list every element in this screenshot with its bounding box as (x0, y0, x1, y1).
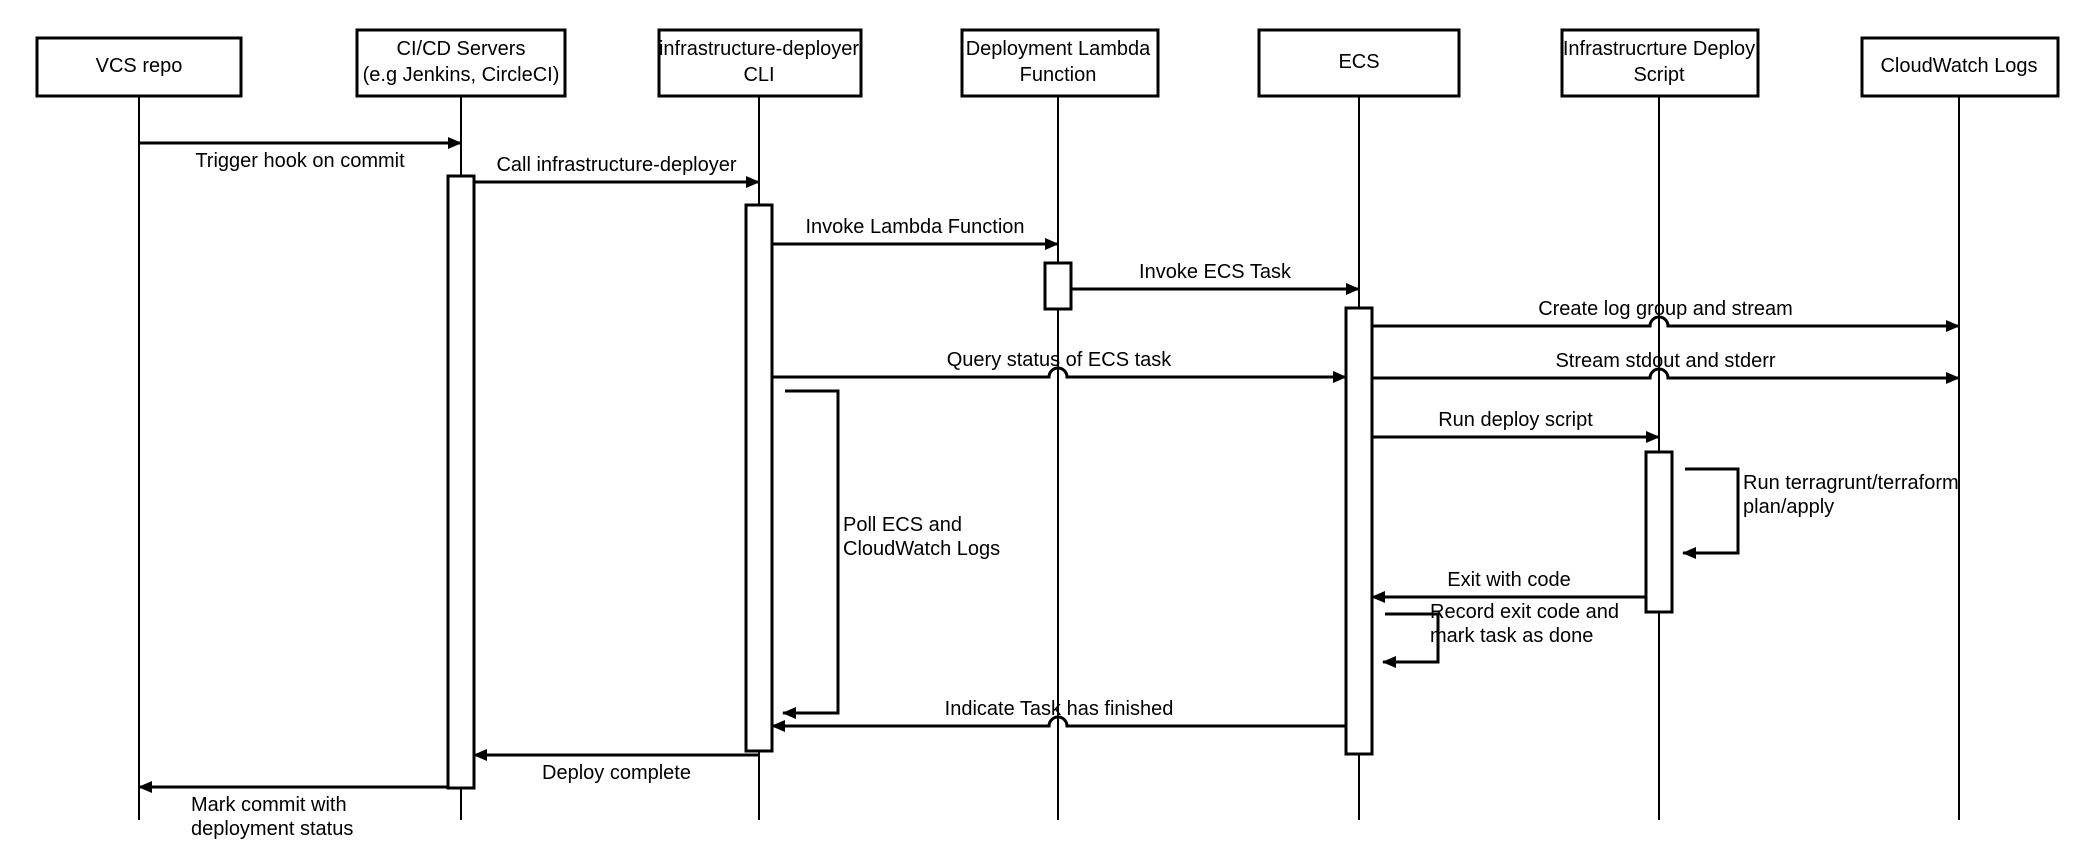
participant-box-cicd[interactable] (355, 28, 567, 98)
participant-label-cicd: CI/CD Servers(e.g Jenkins, CircleCI) (363, 38, 560, 86)
activations-layer (446, 174, 1674, 790)
message-m5: Create log group and stream (1372, 298, 1960, 332)
participant-box-vcs[interactable] (35, 36, 243, 98)
activation-bar-cicd (446, 174, 476, 790)
message-m11: Deploy complete (473, 749, 759, 784)
participant-ecs[interactable]: ECS (1257, 28, 1461, 98)
message-arrow-m5 (1372, 315, 1960, 332)
activation-bar-lambda (1043, 261, 1073, 311)
message-m8: Run deploy script (1372, 409, 1660, 443)
participant-box-lambda[interactable] (960, 28, 1160, 98)
message-m9: Exit with code (1371, 569, 1646, 603)
participant-box-cli[interactable] (657, 28, 863, 98)
activation-bar-ecs (1344, 306, 1374, 756)
participant-box-cwlogs[interactable] (1860, 36, 2060, 98)
participant-vcs[interactable]: VCS repo (35, 36, 243, 98)
message-label-m10: Indicate Task has finished (945, 698, 1174, 720)
participant-cwlogs[interactable]: CloudWatch Logs (1860, 36, 2060, 98)
message-arrow-m6 (772, 366, 1347, 383)
self-message-arrow-s3 (1382, 612, 1440, 668)
message-label-m6: Query status of ECS task (947, 349, 1173, 371)
message-label-m8: Run deploy script (1438, 409, 1593, 431)
message-label-m3: Invoke Lambda Function (805, 216, 1024, 238)
participant-label-cwlogs: CloudWatch Logs (1880, 55, 2037, 77)
message-label-m5: Create log group and stream (1538, 298, 1793, 320)
participant-label-ecs: ECS (1338, 51, 1379, 73)
message-m6: Query status of ECS task (772, 349, 1347, 383)
message-label-m11: Deploy complete (542, 762, 691, 784)
message-m3: Invoke Lambda Function (772, 216, 1059, 250)
message-label-m1: Trigger hook on commit (195, 150, 405, 172)
message-label-m9: Exit with code (1447, 569, 1570, 591)
participant-heads-layer: VCS repo CI/CD Servers(e.g Jenkins, Circl… (35, 28, 2060, 98)
message-label-m2: Call infrastructure-deployer (496, 154, 736, 176)
message-label-m7: Stream stdout and stderr (1555, 350, 1775, 372)
message-arrow-m7 (1372, 367, 1960, 384)
message-label-m4: Invoke ECS Task (1139, 261, 1292, 283)
messages-layer: Trigger hook on commit Call infrastructur… (138, 137, 1960, 840)
message-m1: Trigger hook on commit (139, 137, 462, 172)
message-m4: Invoke ECS Task (1071, 261, 1360, 295)
activation-bar-deployjob (1644, 450, 1674, 614)
self-message-arrow-s2 (1682, 467, 1740, 559)
participant-box-deployjob[interactable] (1560, 28, 1760, 98)
participant-box-ecs[interactable] (1257, 28, 1461, 98)
message-m10: Indicate Task has finished (771, 698, 1346, 732)
message-arrow-m10 (771, 715, 1346, 732)
message-m2: Call infrastructure-deployer (474, 154, 760, 188)
message-m7: Stream stdout and stderr (1372, 350, 1960, 384)
activation-bar-cli (744, 203, 774, 753)
participant-label-vcs: VCS repo (96, 55, 183, 77)
self-message-arrow-s1 (782, 389, 840, 719)
participant-cicd[interactable]: CI/CD Servers(e.g Jenkins, CircleCI) (355, 28, 567, 98)
